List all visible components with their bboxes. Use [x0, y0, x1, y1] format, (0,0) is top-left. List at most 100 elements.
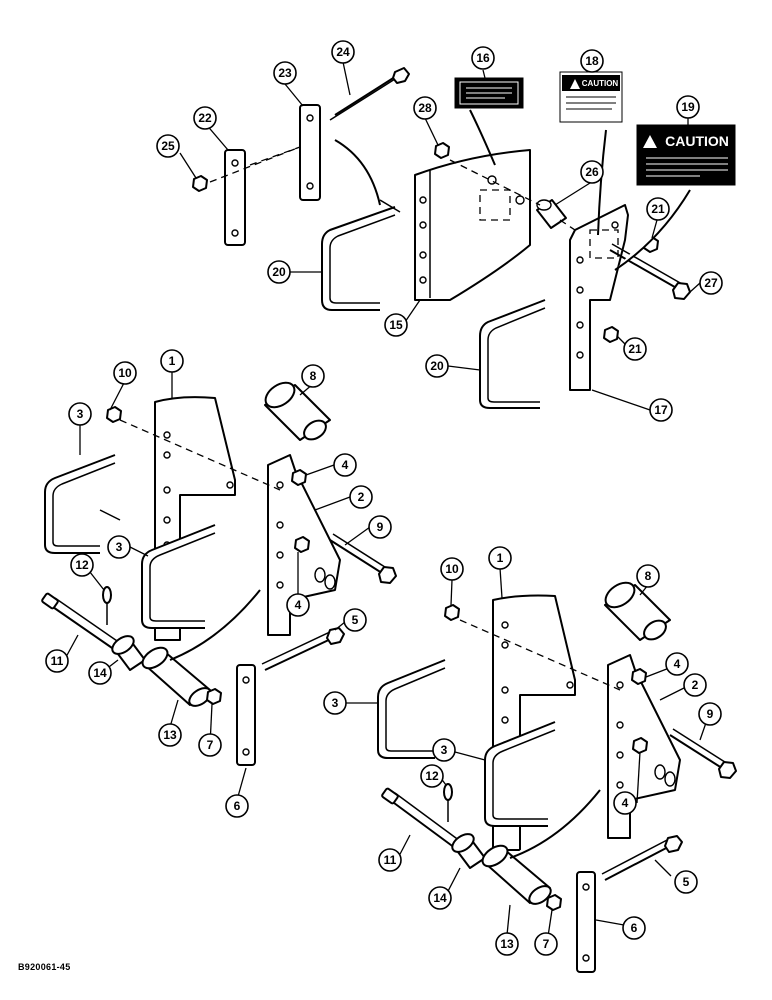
svg-text:18: 18 [585, 54, 599, 68]
nut-7-right [546, 894, 562, 911]
callout-21-lower: 21 [623, 337, 647, 361]
callout-4-left-upper: 4 [333, 453, 357, 477]
nut-28 [434, 142, 450, 159]
callout-18: 18 [580, 49, 604, 73]
callout-9-right: 9 [698, 702, 722, 726]
svg-text:8: 8 [645, 569, 652, 583]
svg-text:9: 9 [377, 520, 384, 534]
svg-text:1: 1 [169, 354, 176, 368]
decal-19-large-caution: CAUTION [614, 124, 736, 271]
spacer-26 [536, 199, 567, 229]
decal-18-small-caution: CAUTION [559, 71, 623, 236]
u-bolt-3-left-lower [141, 524, 216, 629]
svg-text:27: 27 [704, 276, 718, 290]
callout-10-left: 10 [113, 361, 137, 385]
bushing-14-right [451, 833, 486, 869]
nut-10-right [444, 604, 460, 621]
u-bolt-3-right-upper [377, 659, 446, 759]
svg-text:17: 17 [654, 403, 668, 417]
svg-text:13: 13 [163, 728, 177, 742]
callout-3-left-lower: 3 [107, 535, 131, 559]
svg-text:10: 10 [445, 562, 459, 576]
svg-text:23: 23 [278, 66, 292, 80]
nut-10-left [106, 406, 122, 423]
bushing-14-left [111, 635, 146, 671]
nut-7-left [206, 688, 222, 705]
callout-21-upper: 21 [646, 197, 670, 221]
callout-16: 16 [471, 46, 495, 70]
svg-text:12: 12 [425, 769, 439, 783]
callout-22: 22 [193, 106, 217, 130]
svg-text:3: 3 [116, 540, 123, 554]
callout-27: 27 [699, 271, 723, 295]
svg-text:10: 10 [118, 366, 132, 380]
callout-14-left: 14 [88, 661, 112, 685]
bracket-15 [414, 149, 531, 301]
callout-9-left: 9 [368, 515, 392, 539]
svg-text:20: 20 [272, 265, 286, 279]
u-bolt-20-top [321, 199, 401, 311]
decal-16 [454, 77, 524, 166]
callout-6-left: 6 [225, 794, 249, 818]
svg-text:14: 14 [93, 666, 107, 680]
callout-26: 26 [580, 160, 604, 184]
clip-12-right [443, 783, 453, 822]
callout-7-left: 7 [198, 733, 222, 757]
svg-text:11: 11 [51, 654, 64, 668]
svg-text:13: 13 [500, 937, 514, 951]
svg-text:2: 2 [358, 490, 365, 504]
callout-25: 25 [156, 134, 180, 158]
callout-28: 28 [413, 96, 437, 120]
svg-text:25: 25 [161, 139, 175, 153]
callout-19: 19 [676, 95, 700, 119]
callout-11-left: 11 [45, 649, 69, 673]
strap-6-left [236, 664, 256, 766]
u-bolt-3-right-lower [484, 721, 556, 827]
callout-2-right: 2 [683, 673, 707, 697]
svg-text:6: 6 [234, 799, 241, 813]
callout-1-right: 1 [488, 546, 512, 570]
svg-text:1: 1 [497, 551, 504, 565]
nut-4-right-lower [632, 737, 648, 754]
callout-23: 23 [273, 61, 297, 85]
bolt-27 [609, 243, 691, 300]
svg-text:19: 19 [681, 100, 695, 114]
callout-15: 15 [384, 313, 408, 337]
svg-text:7: 7 [543, 937, 550, 951]
strap-6-right [576, 871, 596, 973]
small-caution-text: CAUTION [582, 79, 619, 88]
bolt-5-right [601, 835, 683, 881]
callout-24: 24 [331, 40, 355, 64]
callout-8-left: 8 [301, 364, 325, 388]
svg-text:14: 14 [433, 891, 447, 905]
svg-text:3: 3 [77, 407, 84, 421]
svg-text:21: 21 [651, 202, 665, 216]
callout-13-right: 13 [495, 932, 519, 956]
callout-5-right: 5 [674, 870, 698, 894]
svg-text:8: 8 [310, 369, 317, 383]
callout-3-right-lower: 3 [432, 738, 456, 762]
figure-reference-code: B920061-45 [18, 962, 71, 972]
callout-6-right: 6 [622, 916, 646, 940]
callout-12-right: 12 [420, 764, 444, 788]
svg-text:3: 3 [441, 743, 448, 757]
callout-8-right: 8 [636, 564, 660, 588]
svg-text:4: 4 [674, 657, 681, 671]
strap-plate-22 [224, 149, 246, 246]
callout-20-lower: 20 [425, 354, 449, 378]
svg-text:12: 12 [75, 558, 89, 572]
svg-text:4: 4 [342, 458, 349, 472]
bolt-24 [329, 67, 410, 121]
callout-17: 17 [649, 398, 673, 422]
svg-text:7: 7 [207, 738, 214, 752]
svg-text:21: 21 [628, 342, 642, 356]
nut-4-left-lower [294, 536, 310, 553]
u-bolt-20-right [479, 299, 546, 409]
callout-5-left: 5 [343, 608, 367, 632]
svg-text:9: 9 [707, 707, 714, 721]
svg-text:4: 4 [622, 796, 629, 810]
svg-text:4: 4 [295, 598, 302, 612]
bolt-9-right [669, 728, 737, 779]
svg-text:15: 15 [389, 318, 403, 332]
